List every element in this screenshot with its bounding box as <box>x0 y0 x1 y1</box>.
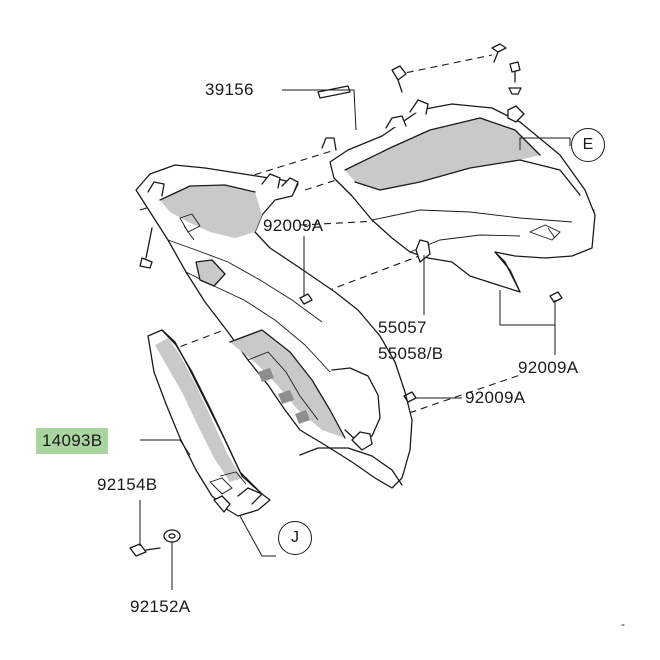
side-panel-55057 <box>321 99 596 293</box>
part-number-39156[interactable]: 39156 <box>205 80 254 99</box>
part-number-14093b-highlighted[interactable]: 14093B <box>36 428 109 454</box>
inner-cowl <box>135 164 413 489</box>
reference-circle-j[interactable]: J <box>278 521 312 555</box>
corner-mark: - <box>621 617 626 631</box>
part-number-92154b[interactable]: 92154B <box>97 475 158 494</box>
part-number-55058b[interactable]: 55058/B <box>378 344 444 363</box>
part-number-55057[interactable]: 55057 <box>378 318 427 337</box>
leader-lines <box>139 89 571 590</box>
part-number-92152a[interactable]: 92152A <box>130 597 191 616</box>
part-number-92009a-right[interactable]: 92009A <box>518 358 579 377</box>
lower-panel-14093b <box>147 329 271 517</box>
reference-circle-e[interactable]: E <box>571 128 605 162</box>
part-number-92009a-mid[interactable]: 92009A <box>465 388 526 407</box>
part-number-92009a-top[interactable]: 92009A <box>263 216 324 235</box>
